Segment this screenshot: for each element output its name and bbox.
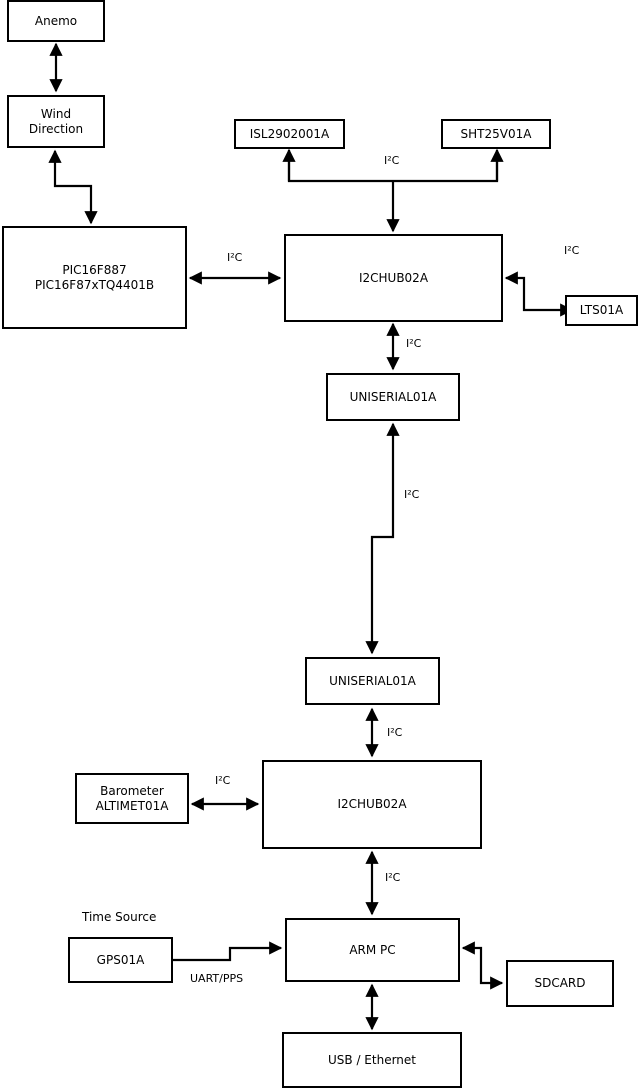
edge-label-fanout: I²C xyxy=(384,154,400,167)
label-time-source: Time Source xyxy=(82,910,157,924)
edge-label-hub-armpc: I²C xyxy=(385,871,401,884)
node-anemo-label: Anemo xyxy=(34,13,78,28)
node-i2chub02a-top[interactable]: I2CHUB02A xyxy=(284,234,503,322)
node-lts01a-label: LTS01A xyxy=(579,303,624,317)
edge-label-hub-lts: I²C xyxy=(564,244,580,257)
node-i2chub02a-bottom-label: I2CHUB02A xyxy=(337,797,407,811)
edge-label-hub-uniserial: I²C xyxy=(406,337,422,350)
node-barometer-altimet01a[interactable]: Barometer ALTIMET01A xyxy=(75,773,189,824)
node-arm-pc[interactable]: ARM PC xyxy=(285,918,460,982)
node-uniserial01a-top-label: UNISERIAL01A xyxy=(349,389,437,404)
node-uniserial01a-bottom-label: UNISERIAL01A xyxy=(329,673,416,688)
node-sht25v01a-label: SHT25V01A xyxy=(460,126,532,141)
node-wind-direction[interactable]: Wind Direction xyxy=(7,95,105,148)
node-sdcard-label: SDCARD xyxy=(534,976,586,990)
node-i2chub02a-bottom[interactable]: I2CHUB02A xyxy=(262,760,482,849)
node-isl2902001a-label: ISL2902001A xyxy=(249,126,330,141)
node-pic-mcu[interactable]: PIC16F887 PIC16F87xTQ4401B xyxy=(2,226,187,329)
edge-wind-pic xyxy=(48,149,98,225)
node-sht25v01a[interactable]: SHT25V01A xyxy=(441,119,551,149)
node-lts01a[interactable]: LTS01A xyxy=(565,295,638,326)
node-isl2902001a[interactable]: ISL2902001A xyxy=(234,119,345,149)
node-sdcard[interactable]: SDCARD xyxy=(506,960,614,1007)
node-barometer-altimet01a-label: Barometer ALTIMET01A xyxy=(95,783,169,813)
node-gps01a[interactable]: GPS01A xyxy=(68,937,173,983)
node-pic-mcu-label: PIC16F887 PIC16F87xTQ4401B xyxy=(34,262,155,292)
node-i2chub02a-top-label: I2CHUB02A xyxy=(358,270,429,285)
edge-label-barometer-hub: I²C xyxy=(215,774,231,787)
edge-label-uniserial-uniserial: I²C xyxy=(404,488,420,501)
edge-unitop-unibot xyxy=(365,422,400,655)
node-arm-pc-label: ARM PC xyxy=(349,942,396,957)
node-wind-direction-label: Wind Direction xyxy=(28,106,84,136)
edge-gps-armpc xyxy=(172,941,283,962)
edge-hubtop-lts xyxy=(504,271,574,317)
node-gps01a-label: GPS01A xyxy=(96,952,145,967)
edge-label-gps-armpc: UART/PPS xyxy=(190,972,244,985)
node-usb-ethernet[interactable]: USB / Ethernet xyxy=(282,1032,462,1088)
node-uniserial01a-top[interactable]: UNISERIAL01A xyxy=(326,373,460,421)
edge-armpc-sdcard xyxy=(461,941,504,990)
node-uniserial01a-bottom[interactable]: UNISERIAL01A xyxy=(305,657,440,705)
edge-label-pic-hub: I²C xyxy=(227,251,243,264)
node-anemo[interactable]: Anemo xyxy=(7,0,105,42)
node-usb-ethernet-label: USB / Ethernet xyxy=(328,1052,416,1067)
edge-label-uniserial-hub-bottom: I²C xyxy=(387,726,403,739)
